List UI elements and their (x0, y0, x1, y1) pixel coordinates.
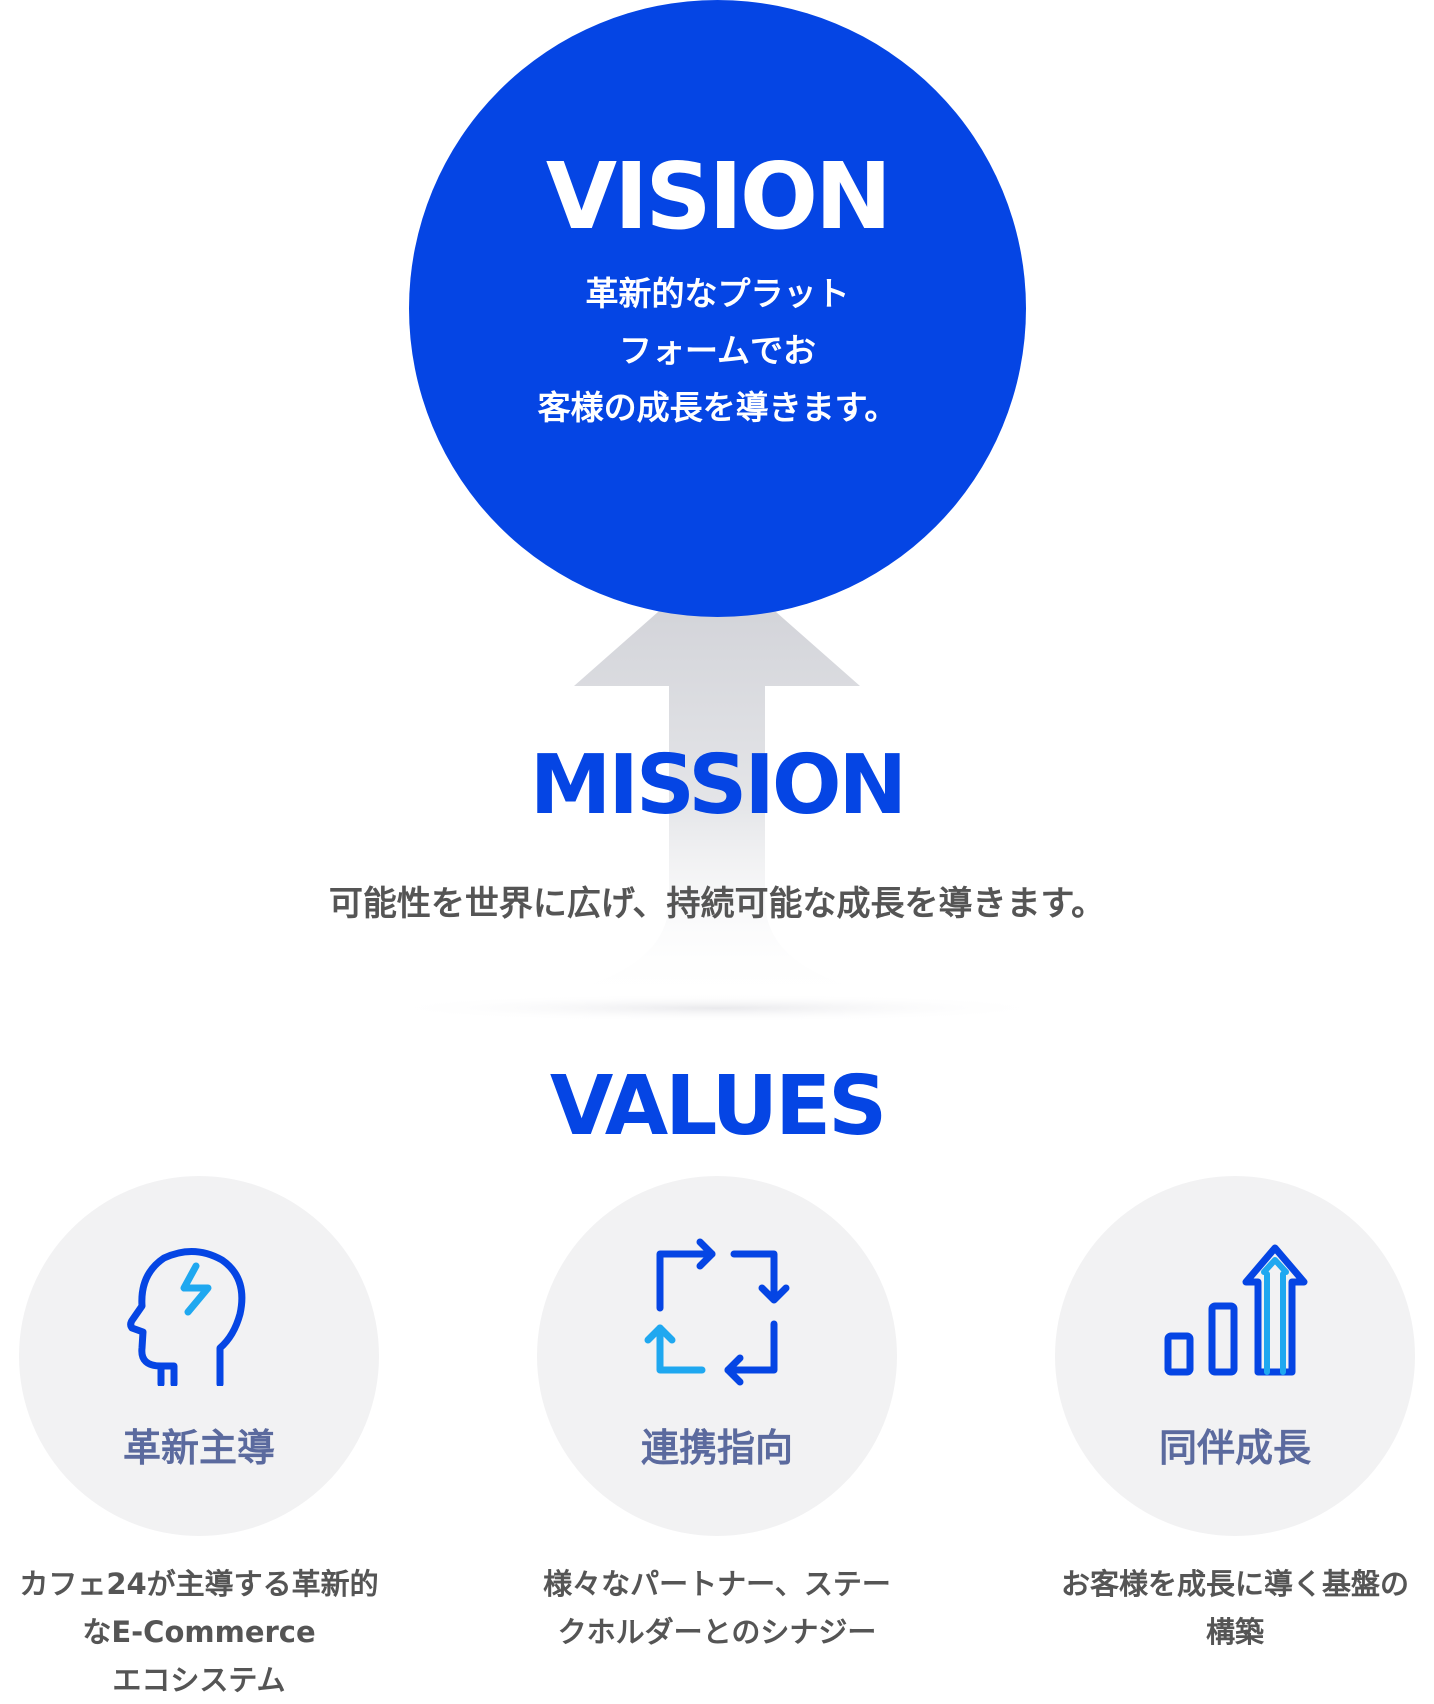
value-circle: 革新主導 (19, 1176, 379, 1536)
value-circle: 連携指向 (537, 1176, 897, 1536)
vision-line: 客様の成長を導きます。 (537, 388, 898, 427)
value-description-line: カフェ24が主導する革新的 (19, 1567, 379, 1601)
mission-title: MISSION (529, 738, 907, 833)
value-description: お客様を成長に導く基盤の 構築 (1015, 1560, 1434, 1656)
value-item-collaboration: 連携指向 様々なパートナー、ステー クホルダーとのシナジー (537, 1176, 897, 1649)
growth-bars-icon (1164, 1244, 1308, 1376)
vision-line: 革新的なプラット (585, 274, 850, 313)
value-label: 革新主導 (122, 1426, 275, 1470)
value-circle: 同伴成長 (1055, 1176, 1415, 1536)
mission-to-vision-arrow (377, 560, 1057, 1022)
values-title: VALUES (549, 1059, 887, 1154)
value-description-line: クホルダーとのシナジー (557, 1615, 877, 1649)
vision-title: VISION (545, 143, 892, 250)
cycle-arrows-icon (644, 1238, 790, 1386)
vision-circle: VISION 革新的なプラット フォームでお 客様の成長を導きます。 (409, 0, 1026, 617)
value-item-co-growth: 同伴成長 お客様を成長に導く基盤の 構築 (1055, 1176, 1415, 1649)
value-description-line: 様々なパートナー、ステー (543, 1567, 891, 1601)
vision-statement: 革新的なプラット フォームでお 客様の成長を導きます。 (508, 265, 928, 436)
head-lightning-icon (127, 1248, 246, 1386)
value-description-line: エコシステム (112, 1663, 286, 1697)
mission-statement: 可能性を世界に広げ、持続可能な成長を導きます。 (328, 884, 1106, 924)
value-description-line: 構築 (1205, 1615, 1264, 1649)
value-label: 連携指向 (640, 1426, 793, 1470)
value-description: カフェ24が主導する革新的 なE-Commerce エコシステム (0, 1560, 419, 1704)
value-description-line: お客様を成長に導く基盤の (1060, 1567, 1409, 1601)
value-description-line: なE-Commerce (82, 1615, 316, 1649)
vision-line: フォームでお (618, 331, 816, 370)
value-label: 同伴成長 (1158, 1426, 1311, 1470)
value-item-innovation: 革新主導 カフェ24が主導する革新的 なE-Commerce エコシステム (19, 1176, 379, 1697)
value-description: 様々なパートナー、ステー クホルダーとのシナジー (497, 1560, 937, 1656)
